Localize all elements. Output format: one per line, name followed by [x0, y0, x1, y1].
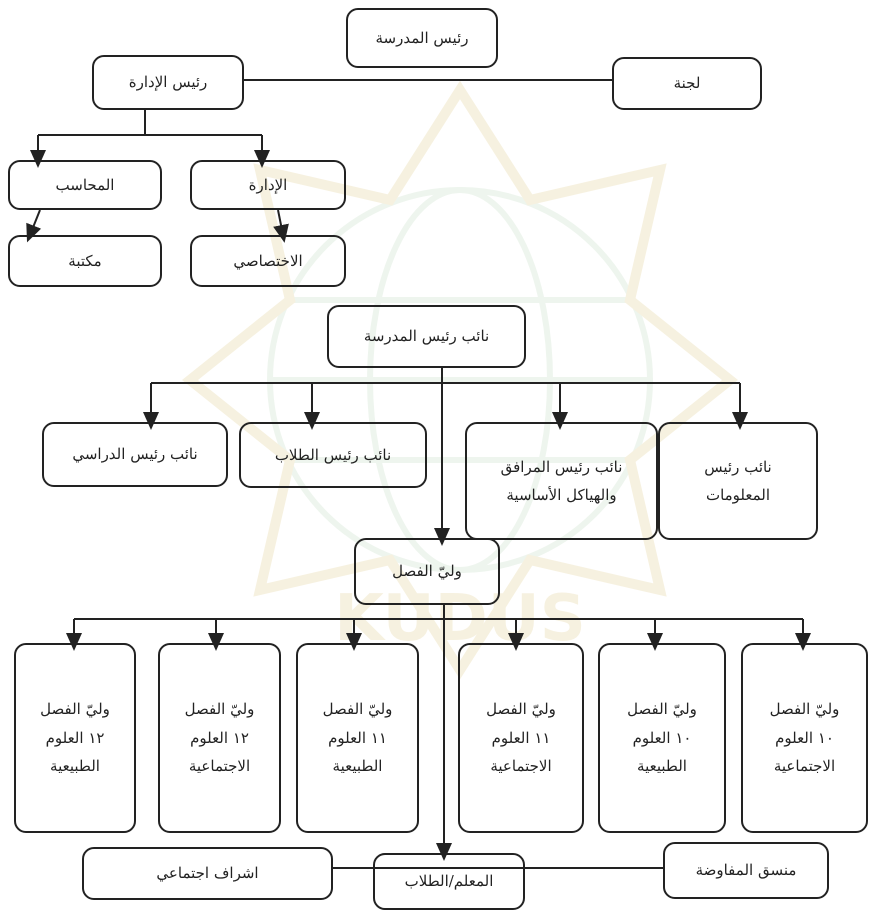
box-specialist[interactable]: الاختصاصي	[190, 235, 346, 287]
box-library-line-1: مكتبة	[68, 251, 102, 270]
box-social-supervision-line-1: اشراف اجتماعي	[156, 864, 259, 883]
box-hr-11-social-line-3: الاجتماعية	[490, 757, 552, 776]
box-deputy-info-line-2: المعلومات	[705, 486, 771, 504]
box-negotiation-coordinator[interactable]: منسق المفاوضة	[663, 842, 829, 899]
box-deputy-facilities[interactable]: نائب رئيس المرافق والهياكل الأساسية	[465, 422, 658, 540]
box-teacher-students[interactable]: المعلم/الطلاب	[373, 853, 525, 910]
box-deputy-curriculum-line-1: نائب رئيس الدراسي	[72, 445, 198, 464]
box-school-head-line-1: رئيس المدرسة	[375, 28, 469, 47]
box-administration[interactable]: الإدارة	[190, 160, 346, 210]
box-hr-11-social-line-1: وليّ الفصل	[486, 700, 556, 719]
box-hr-10-science-line-1: وليّ الفصل	[627, 700, 697, 719]
arrow-to-library	[26, 209, 42, 243]
box-hr-12-science-line-1: وليّ الفصل	[40, 700, 110, 719]
box-committee[interactable]: لجنة	[612, 57, 762, 110]
box-hr-12-social-line-3: الاجتماعية	[188, 757, 251, 776]
watermark-globe	[267, 187, 653, 573]
box-hr-12-science-line-3: الطبيعية	[50, 757, 100, 776]
box-specialist-line-1: الاختصاصي	[233, 251, 303, 270]
box-hr-10-social-line-3: الاجتماعية	[773, 757, 836, 776]
box-hr-10-science-line-3: الطبيعية	[637, 757, 687, 776]
box-hr-10-social-line-2: ١٠ العلوم	[775, 728, 834, 747]
box-accountant[interactable]: المحاسب	[8, 160, 162, 210]
box-hr-12-science[interactable]: وليّ الفصل ١٢ العلوم الطبيعية	[14, 643, 136, 833]
box-deputy-head[interactable]: نائب رئيس المدرسة	[327, 305, 526, 368]
box-accountant-line-1: المحاسب	[55, 175, 115, 194]
box-admin-head-line-1: رئيس الإدارة	[128, 73, 208, 92]
box-deputy-info[interactable]: نائب رئيس المعلومات	[658, 422, 818, 540]
box-deputy-facilities-line-2: والهياكل الأساسية	[506, 486, 617, 504]
box-deputy-students[interactable]: نائب رئيس الطلاب	[239, 422, 427, 488]
box-school-head[interactable]: رئيس المدرسة	[346, 8, 498, 68]
box-committee-line-1: لجنة	[673, 74, 701, 93]
box-deputy-curriculum[interactable]: نائب رئيس الدراسي	[42, 422, 228, 487]
arrow-to-specialist	[273, 209, 289, 243]
box-hr-12-science-line-2: ١٢ العلوم	[45, 728, 105, 747]
box-administration-line-1: الإدارة	[248, 175, 288, 194]
box-homeroom-line-1: وليّ الفصل	[392, 562, 462, 581]
box-hr-10-science[interactable]: وليّ الفصل ١٠ العلوم الطبيعية	[598, 643, 726, 833]
box-hr-11-science-line-2: ١١ العلوم	[328, 728, 387, 747]
box-hr-10-social[interactable]: وليّ الفصل ١٠ العلوم الاجتماعية	[741, 643, 868, 833]
box-deputy-facilities-line-1: نائب رئيس المرافق	[500, 457, 623, 476]
box-hr-11-science[interactable]: وليّ الفصل ١١ العلوم الطبيعية	[296, 643, 419, 833]
box-homeroom[interactable]: وليّ الفصل	[354, 538, 500, 605]
box-hr-11-social-line-2: ١١ العلوم	[491, 728, 551, 747]
box-teacher-students-line-1: المعلم/الطلاب	[404, 872, 494, 891]
box-hr-11-science-line-1: وليّ الفصل	[322, 700, 393, 719]
watermark-star	[181, 80, 739, 680]
box-negotiation-coordinator-line-1: منسق المفاوضة	[695, 861, 797, 880]
box-deputy-students-line-1: نائب رئيس الطلاب	[274, 445, 392, 464]
box-social-supervision[interactable]: اشراف اجتماعي	[82, 847, 333, 900]
box-library[interactable]: مكتبة	[8, 235, 162, 287]
box-deputy-info-line-1: نائب رئيس	[704, 457, 772, 476]
box-hr-10-science-line-2: ١٠ العلوم	[632, 728, 692, 747]
box-hr-10-social-line-1: وليّ الفصل	[769, 700, 840, 719]
box-hr-12-social-line-2: ١٢ العلوم	[190, 728, 249, 747]
box-hr-12-social-line-1: وليّ الفصل	[184, 700, 255, 719]
box-admin-head[interactable]: رئيس الإدارة	[92, 55, 244, 110]
box-hr-12-social[interactable]: وليّ الفصل ١٢ العلوم الاجتماعية	[158, 643, 281, 833]
box-hr-11-science-line-3: الطبيعية	[332, 757, 383, 776]
box-hr-11-social[interactable]: وليّ الفصل ١١ العلوم الاجتماعية	[458, 643, 584, 833]
box-deputy-head-line-1: نائب رئيس المدرسة	[363, 327, 490, 346]
watermark-logo: KUDUS	[181, 80, 739, 680]
